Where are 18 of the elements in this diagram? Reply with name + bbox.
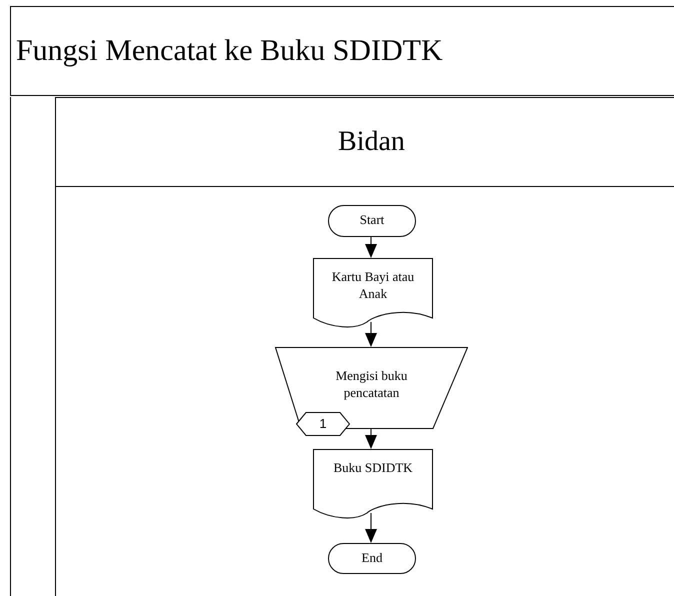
document-shape — [313, 258, 433, 328]
arrow — [365, 512, 377, 543]
node-label: 1 — [319, 415, 327, 432]
diagram-title: Fungsi Mencatat ke Buku SDIDTK — [16, 36, 443, 66]
lane-title: Bidan — [338, 128, 405, 156]
terminator-shape — [328, 543, 416, 574]
node-label: Mengisi buku pencatatan — [334, 367, 408, 401]
arrow — [365, 236, 377, 258]
node-label: Kartu Bayi atau Anak — [330, 268, 416, 302]
node-label: End — [362, 549, 382, 566]
node-label: Buku SDIDTK — [333, 459, 413, 476]
arrow — [365, 428, 377, 449]
terminator-shape — [328, 205, 416, 237]
node-label: Start — [360, 211, 384, 228]
off-page-connector — [296, 412, 350, 436]
arrow — [365, 322, 377, 347]
swimlane — [55, 97, 674, 596]
document-shape — [313, 449, 433, 519]
